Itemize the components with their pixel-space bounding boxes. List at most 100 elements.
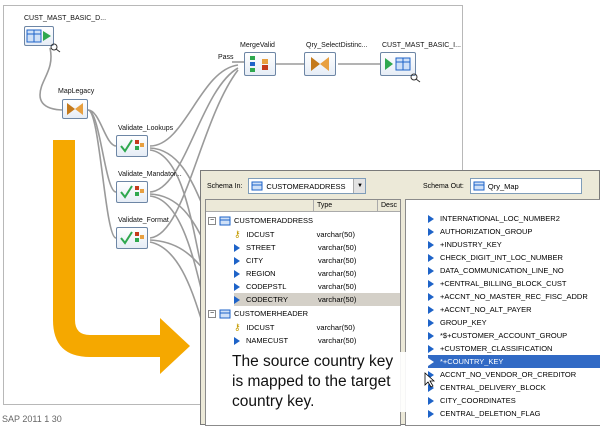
field-name: CITY (246, 256, 264, 265)
key-icon: ⚷ (234, 229, 241, 239)
validate-format-node[interactable] (116, 227, 148, 249)
column-icon (428, 305, 434, 314)
chevron-down-icon[interactable]: ▼ (353, 179, 366, 193)
output-field-name: +ACCNT_NO_MASTER_REC_FISC_ADDR (440, 292, 588, 301)
field-row[interactable]: NAMECUST varchar(50) (234, 334, 400, 347)
query-transform-icon (311, 57, 329, 71)
field-type: varchar(50) (318, 269, 357, 278)
collapse-icon[interactable]: − (208, 216, 216, 225)
field-row[interactable]: REGION varchar(50) (234, 267, 400, 280)
field-name: CODECTRY (246, 295, 288, 304)
merge-valid-node[interactable] (244, 52, 276, 76)
output-field-name: CITY_COORDINATES (440, 396, 516, 405)
field-row[interactable]: CITY varchar(50) (234, 254, 400, 267)
column-icon (234, 336, 240, 345)
output-field-row[interactable]: GROUP_KEY (428, 316, 600, 329)
field-type: varchar(50) (316, 230, 355, 239)
field-row[interactable]: ⚷ IDCUST varchar(50) (234, 228, 400, 241)
field-name: STREET (246, 243, 276, 252)
field-row-selected[interactable]: CODECTRY varchar(50) (234, 293, 400, 306)
source-node[interactable] (24, 26, 54, 46)
column-icon (234, 243, 240, 252)
collapse-icon[interactable]: − (208, 309, 216, 318)
field-name: IDCUST (246, 323, 275, 332)
output-field-row[interactable]: ACCNT_NO_VENDOR_OR_CREDITOR (428, 368, 600, 381)
schema-in-select[interactable]: CUSTOMERADDRESS ▼ (248, 178, 367, 194)
validate-mandatory-label: Validate_Mandator... (118, 171, 182, 178)
field-name: NAMECUST (246, 336, 289, 345)
output-field-name: INTERNATIONAL_LOC_NUMBER2 (440, 214, 560, 223)
column-icon (428, 331, 434, 340)
column-icon (428, 370, 434, 379)
merge-valid-label: MergeValid (240, 42, 275, 49)
output-field-name: DATA_COMMUNICATION_LINE_NO (440, 266, 564, 275)
magnifier-icon (50, 43, 61, 53)
validation-icon (120, 185, 144, 199)
key-icon: ⚷ (234, 322, 241, 332)
field-row[interactable]: ⚷ IDCUST varchar(50) (234, 321, 400, 334)
output-field-row[interactable]: +ACCNT_NO_MASTER_REC_FISC_ADDR (428, 290, 600, 303)
table-target-icon (385, 57, 411, 71)
schema-out-tree: INTERNATIONAL_LOC_NUMBER2 AUTHORIZATION_… (405, 199, 600, 426)
output-field-row[interactable]: CHECK_DIGIT_INT_LOC_NUMBER (428, 251, 600, 264)
merge-icon (250, 56, 268, 72)
validate-lookups-label: Validate_Lookups (118, 125, 174, 132)
output-field-name: +ACCNT_NO_ALT_PAYER (440, 305, 532, 314)
source-node-label: CUST_MAST_BASIC_D... (24, 15, 107, 22)
map-legacy-node[interactable] (62, 99, 88, 119)
output-field-row[interactable]: +ACCNT_NO_ALT_PAYER (428, 303, 600, 316)
field-name: CODEPSTL (246, 282, 287, 291)
output-field-row-selected[interactable]: *+COUNTRY_KEY (428, 355, 600, 368)
column-icon (234, 295, 240, 304)
column-icon (428, 344, 434, 353)
output-field-name: *$+CUSTOMER_ACCOUNT_GROUP (440, 331, 568, 340)
output-field-row[interactable]: CITY_COORDINATES (428, 394, 600, 407)
output-field-row[interactable]: DATA_COMMUNICATION_LINE_NO (428, 264, 600, 277)
field-type: varchar(50) (316, 323, 355, 332)
output-field-name: GROUP_KEY (440, 318, 487, 327)
column-icon (428, 383, 434, 392)
column-icon (234, 269, 240, 278)
mouse-cursor-icon (424, 372, 436, 388)
column-icon (428, 409, 434, 418)
output-field-name: CENTRAL_DELETION_FLAG (440, 409, 541, 418)
field-row[interactable]: STREET varchar(50) (234, 241, 400, 254)
output-field-row[interactable]: INTERNATIONAL_LOC_NUMBER2 (428, 212, 600, 225)
caption-text: The source country key is mapped to the … (232, 352, 407, 412)
output-field-row[interactable]: +INDUSTRY_KEY (428, 238, 600, 251)
qry-select-node[interactable] (304, 52, 336, 76)
output-field-row[interactable]: AUTHORIZATION_GROUP (428, 225, 600, 238)
output-field-row[interactable]: CENTRAL_DELETION_FLAG (428, 407, 600, 420)
output-field-name: *+COUNTRY_KEY (440, 357, 504, 366)
target-node[interactable] (380, 52, 416, 76)
tree-table-row[interactable]: − CUSTOMERADDRESS (208, 214, 313, 227)
field-name: IDCUST (246, 230, 275, 239)
validate-mandatory-node[interactable] (116, 181, 148, 203)
output-field-name: +CUSTOMER_CLASSIFICATION (440, 344, 553, 353)
output-field-name: +INDUSTRY_KEY (440, 240, 502, 249)
output-field-row[interactable]: *$+CUSTOMER_ACCOUNT_GROUP (428, 329, 600, 342)
column-icon (428, 396, 434, 405)
field-name: REGION (246, 269, 276, 278)
validate-lookups-node[interactable] (116, 135, 148, 157)
table-icon (251, 181, 263, 191)
validation-icon (120, 139, 144, 153)
column-icon (428, 266, 434, 275)
table-name: CUSTOMERADDRESS (234, 216, 314, 225)
column-icon (428, 240, 434, 249)
schema-out-value: Qry_Map (487, 181, 519, 191)
output-field-row[interactable]: +CENTRAL_BILLING_BLOCK_CUST (428, 277, 600, 290)
output-field-row[interactable]: +CUSTOMER_CLASSIFICATION (428, 342, 600, 355)
schema-out-bar: Schema Out: Qry_Map (423, 175, 582, 197)
schema-in-bar: Schema In: CUSTOMERADDRESS ▼ (207, 175, 367, 197)
schema-in-label: Schema In: (207, 182, 243, 190)
column-icon (234, 282, 240, 291)
schema-out-select[interactable]: Qry_Map (469, 178, 582, 194)
output-field-name: AUTHORIZATION_GROUP (440, 227, 533, 236)
table-icon (219, 216, 231, 225)
tree-table-row[interactable]: − CUSTOMERHEADER (208, 307, 308, 320)
qry-select-label: Qry_SelectDistinc... (306, 42, 368, 49)
field-type: varchar(50) (318, 282, 357, 291)
output-field-row[interactable]: CENTRAL_DELIVERY_BLOCK (428, 381, 600, 394)
field-row[interactable]: CODEPSTL varchar(50) (234, 280, 400, 293)
